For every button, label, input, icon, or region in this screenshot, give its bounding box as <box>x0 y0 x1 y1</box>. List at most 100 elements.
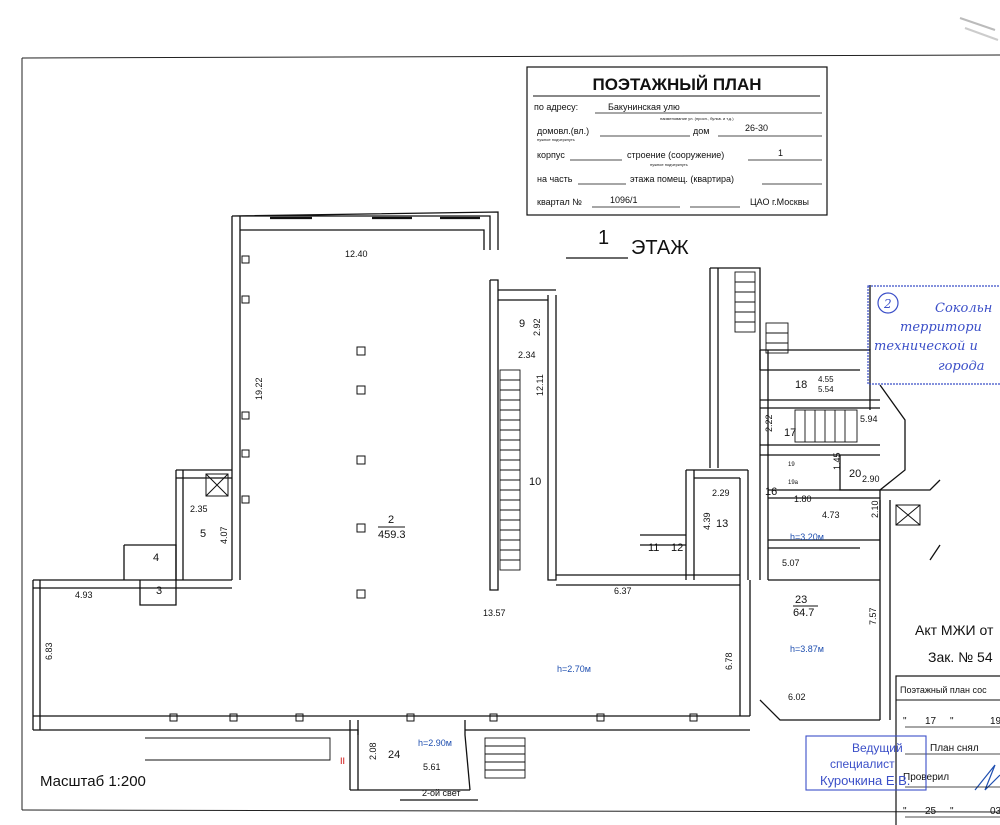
dim-5-54: 5.54 <box>818 385 834 394</box>
room-9: 9 <box>519 318 525 330</box>
address-label: по адресу: <box>534 102 578 112</box>
dim-19-22: 19.22 <box>254 377 264 400</box>
walls <box>32 211 941 801</box>
dim-6-02: 6.02 <box>788 692 806 702</box>
height-3-87: h=3.87м <box>790 644 824 654</box>
svg-text:": " <box>903 716 907 727</box>
notes: 2-ой свет II Масштаб 1:200 <box>40 756 461 798</box>
date1-day: 17 <box>925 716 937 727</box>
stamp-line1: Сокольн <box>935 301 992 316</box>
date2-year: 03 <box>990 806 1000 817</box>
dim-2-90: 2.90 <box>862 474 880 484</box>
dim-5-07: 5.07 <box>782 558 800 568</box>
dim-4-93: 4.93 <box>75 590 93 600</box>
room-19: 19 <box>788 462 795 468</box>
sheet-frame <box>21 17 1000 813</box>
dim-7-57: 7.57 <box>868 607 878 625</box>
date1-year: 19 <box>990 716 1000 727</box>
title-block: ПОЭТАЖНЫЙ ПЛАН по адресу: Бакунинская ул… <box>526 66 828 216</box>
act-line1: Акт МЖИ от <box>915 622 994 638</box>
dim-5-61: 5.61 <box>423 762 441 772</box>
room-2-number: 2 <box>388 514 394 526</box>
act-line2: Зак. № 54 <box>928 649 993 665</box>
second-light-note: 2-ой свет <box>422 788 461 798</box>
organization-stamp: 2 Сокольн территори технической и города <box>867 285 1000 385</box>
heights: h=2.70м h=3.20м h=3.87м h=2.90м <box>418 532 824 748</box>
specialist-stamp: Ведущий специалист Курочкина Е.В. <box>805 735 927 791</box>
stamp-line4: города <box>938 359 985 374</box>
specialist-line1: Ведущий <box>852 741 903 755</box>
side-title: Поэтажный план сос <box>900 685 987 695</box>
dim-4-73: 4.73 <box>822 510 840 520</box>
stairs <box>145 271 858 779</box>
dim-1-45: 1.45 <box>832 452 842 470</box>
kvartal-value: 1096/1 <box>610 195 638 205</box>
scale-label: Масштаб 1:200 <box>40 773 146 790</box>
kvartal-label: квартал № <box>537 197 582 207</box>
dim-12-11: 12.11 <box>535 374 545 396</box>
svg-text:": " <box>950 806 954 817</box>
plan-title: ПОЭТАЖНЫЙ ПЛАН <box>592 75 761 94</box>
stamp-line2: территори <box>900 320 982 335</box>
room-11: 11 <box>648 542 659 554</box>
room-19a: 19а <box>788 480 799 486</box>
made-by-label: План снял <box>930 743 979 754</box>
room-4: 4 <box>153 552 159 564</box>
korpus-label: корпус <box>537 150 565 160</box>
room-labels: 2 459.3 3 4 5 9 10 11 12 13 16 17 18 19 … <box>153 318 861 761</box>
address-hint: наименование ул. (просп., бульв. и т.д.) <box>660 116 734 121</box>
specialist-line2: специалист <box>830 757 895 771</box>
dim-13-57: 13.57 <box>483 608 506 618</box>
dim-12-40: 12.40 <box>345 249 368 259</box>
floor-number: 1 <box>598 227 609 249</box>
room-24: 24 <box>388 749 400 761</box>
room-5: 5 <box>200 528 206 540</box>
date2-day: 25 <box>925 806 937 817</box>
dim-2-08: 2.08 <box>368 742 378 760</box>
address-value: Бакунинская улю <box>608 102 680 112</box>
room-17: 17 <box>784 427 796 439</box>
stamp-line3: технической и <box>874 339 978 354</box>
dim-4-39: 4.39 <box>702 512 712 530</box>
dim-2-22: 2.22 <box>764 414 774 432</box>
stamp-number: 2 <box>883 297 892 311</box>
room-18: 18 <box>795 379 807 391</box>
dim-2-10: 2.10 <box>870 500 880 518</box>
act-note: Акт МЖИ от Зак. № 54 <box>915 622 994 665</box>
floor-label: 1 ЭТАЖ <box>566 227 689 259</box>
floor-word: ЭТАЖ <box>631 237 689 259</box>
house-hint: нужное подчеркнуть <box>537 137 575 142</box>
room-16: 16 <box>765 486 777 498</box>
dim-2-92: 2.92 <box>532 318 542 336</box>
dim-6-83: 6.83 <box>44 642 54 660</box>
dom-value: 26-30 <box>745 123 768 133</box>
mark-ii: II <box>340 756 345 766</box>
dim-2-34: 2.34 <box>518 350 536 360</box>
house-label: домовл.(вл.) <box>537 126 589 136</box>
part-label: на часть <box>537 174 573 184</box>
dim-6-78: 6.78 <box>724 652 734 670</box>
svg-text:": " <box>950 716 954 727</box>
district: ЦАО г.Москвы <box>750 197 809 207</box>
dim-2-35: 2.35 <box>190 504 208 514</box>
dim-4-07: 4.07 <box>219 526 229 544</box>
stroenie-value: 1 <box>778 148 783 158</box>
room-10: 10 <box>529 476 541 488</box>
room-23-number: 23 <box>795 594 807 606</box>
room-2-area: 459.3 <box>378 529 406 541</box>
dim-1-80: 1.80 <box>794 494 812 504</box>
room-13: 13 <box>716 518 728 530</box>
room-12: 12 <box>671 542 683 554</box>
svg-text:": " <box>903 806 907 817</box>
dim-4-55: 4.55 <box>818 375 834 384</box>
dim-2-29: 2.29 <box>712 488 730 498</box>
stroenie-label: строение (сооружение) <box>627 150 724 160</box>
height-3-20: h=3.20м <box>790 532 824 542</box>
floor-label: этажа помещ. (квартира) <box>630 174 734 184</box>
height-2-90: h=2.90м <box>418 738 452 748</box>
dim-6-37: 6.37 <box>614 586 632 596</box>
specialist-line3: Курочкина Е.В. <box>820 773 910 788</box>
dom-label: дом <box>693 126 709 136</box>
room-3: 3 <box>156 585 162 597</box>
